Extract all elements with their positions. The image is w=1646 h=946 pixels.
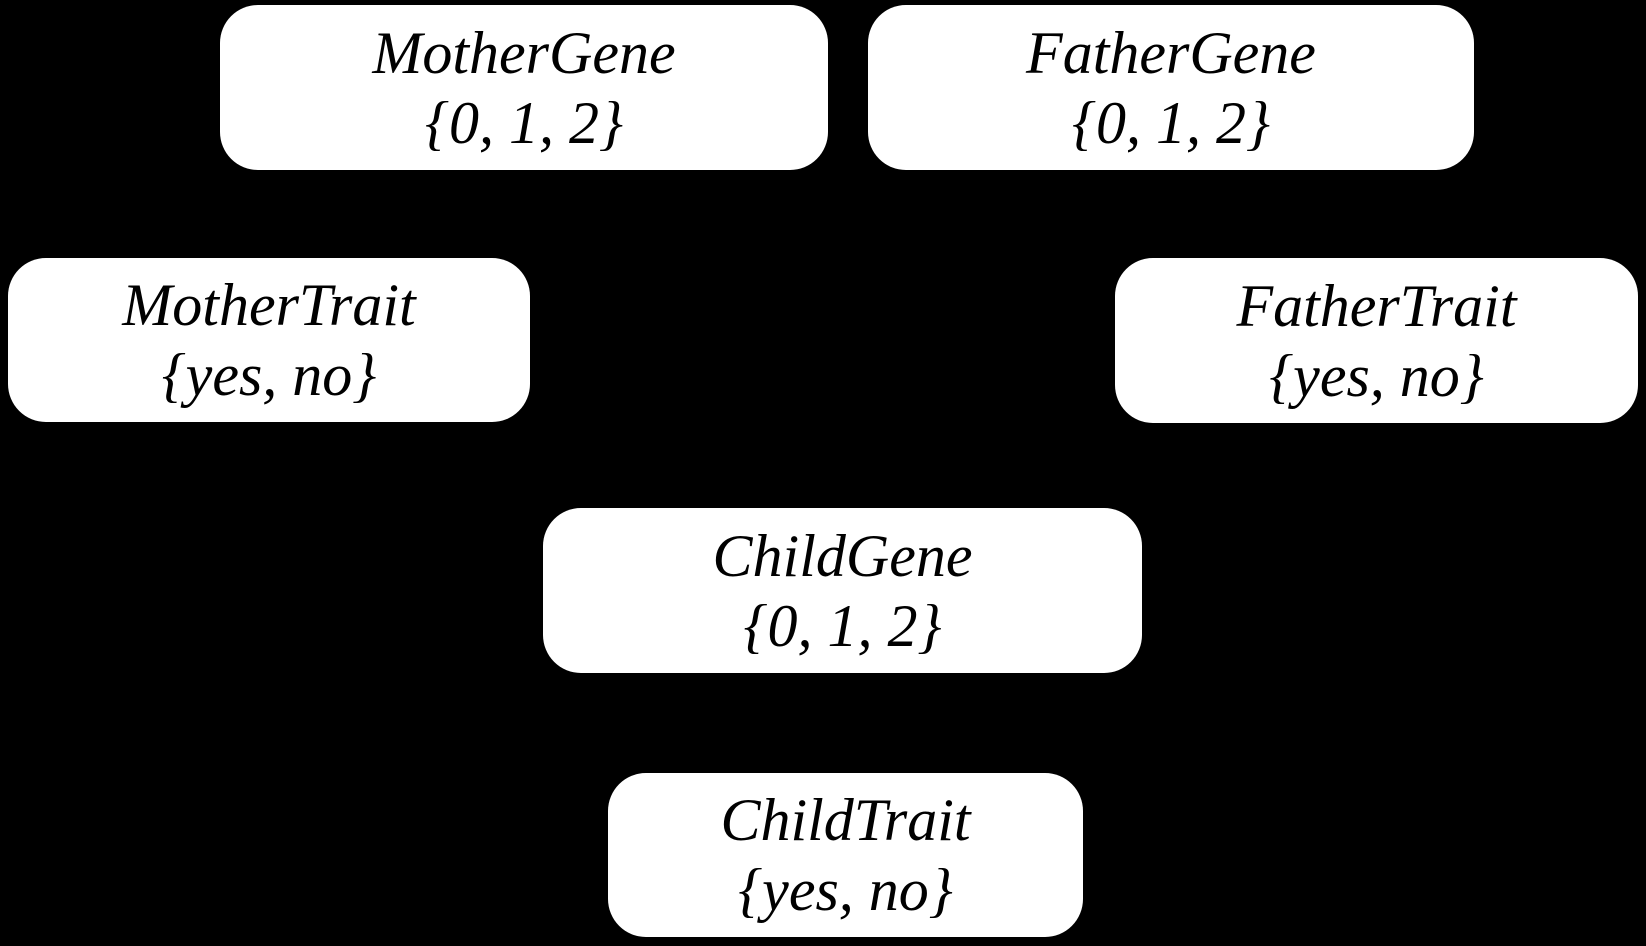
- node-domain: {0, 1, 2}: [425, 89, 623, 156]
- node-label: ChildTrait: [720, 787, 971, 853]
- node-domain: {yes, no}: [161, 342, 377, 408]
- node-mother-trait: MotherTrait {yes, no}: [8, 258, 530, 422]
- node-child-gene: ChildGene {0, 1, 2}: [543, 508, 1142, 673]
- node-father-gene: FatherGene {0, 1, 2}: [868, 5, 1474, 170]
- node-label: MotherGene: [372, 19, 676, 86]
- node-domain: {yes, no}: [738, 857, 953, 923]
- node-label: FatherGene: [1026, 19, 1316, 86]
- node-father-trait: FatherTrait {yes, no}: [1115, 258, 1638, 423]
- node-child-trait: ChildTrait {yes, no}: [608, 773, 1083, 937]
- node-mother-gene: MotherGene {0, 1, 2}: [220, 5, 828, 170]
- node-domain: {0, 1, 2}: [743, 592, 942, 659]
- node-label: MotherTrait: [122, 272, 416, 338]
- node-domain: {0, 1, 2}: [1072, 89, 1270, 156]
- node-label: FatherTrait: [1236, 272, 1517, 339]
- node-label: ChildGene: [712, 522, 973, 589]
- node-domain: {yes, no}: [1269, 342, 1484, 409]
